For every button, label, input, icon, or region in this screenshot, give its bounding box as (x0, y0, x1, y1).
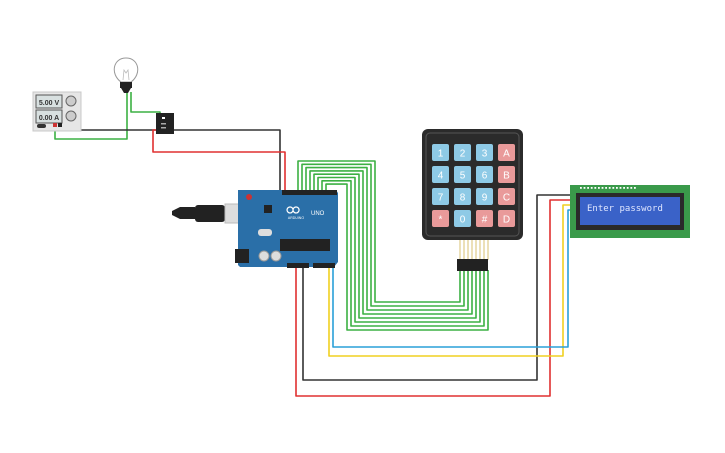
light-bulb[interactable] (113, 57, 139, 93)
lcd-pin (612, 187, 615, 189)
key-label: A (503, 149, 510, 160)
key-label: 5 (460, 171, 466, 182)
key-label: 4 (438, 171, 444, 182)
lcd-pin (616, 187, 618, 189)
current-knob[interactable] (65, 110, 77, 122)
key-label: 0 (460, 215, 466, 226)
lcd-pin (605, 187, 607, 189)
keypad-key[interactable]: 4 (432, 166, 449, 183)
voltage-knob[interactable] (65, 95, 77, 107)
key-label: * (439, 215, 443, 226)
arduino-uno[interactable]: ARDUINO UNO (172, 190, 338, 268)
keypad-key[interactable]: 8 (454, 188, 471, 205)
current-readout: 0.00 A (39, 115, 59, 122)
wire-green[interactable] (317, 176, 481, 323)
wire-black[interactable] (59, 125, 281, 191)
key-label: 6 (482, 171, 488, 182)
relay[interactable] (156, 113, 174, 134)
lcd-pin (619, 187, 622, 189)
key-label: C (503, 193, 510, 204)
power-supply[interactable]: 5.00 V 0.00 A (32, 91, 82, 132)
lcd-pin (623, 187, 625, 189)
lcd-pin (634, 187, 636, 189)
keypad-key[interactable]: 2 (454, 144, 471, 161)
lcd-pin (626, 187, 629, 189)
wire-green[interactable] (54, 92, 128, 140)
key-label: D (503, 215, 510, 226)
wire-yellow[interactable] (328, 204, 572, 357)
lcd-pin (594, 187, 597, 189)
key-label: 1 (438, 149, 444, 160)
keypad-key[interactable]: 5 (454, 166, 471, 183)
lcd-pin (601, 187, 604, 189)
positive-terminal[interactable] (53, 123, 57, 127)
power-header (287, 263, 309, 268)
wire-blue[interactable] (332, 209, 572, 348)
lcd-pin (598, 187, 600, 189)
wire-green[interactable] (309, 170, 473, 315)
wire-green[interactable] (305, 166, 469, 311)
lcd-pin (580, 187, 582, 189)
wire-green[interactable] (297, 160, 461, 303)
wire-green[interactable] (130, 92, 161, 114)
key-label: # (482, 215, 488, 226)
keypad-key[interactable]: 7 (432, 188, 449, 205)
key-label: 7 (438, 193, 444, 204)
reset-button[interactable] (246, 194, 252, 200)
keypad-key[interactable]: A (498, 144, 515, 161)
wires (54, 92, 572, 397)
lcd-display[interactable]: Enter password (570, 185, 690, 238)
wire-green[interactable] (325, 183, 489, 331)
digital-header (282, 190, 337, 195)
usb-cable (172, 207, 195, 219)
analog-header (313, 263, 335, 268)
atmega-chip (280, 239, 330, 251)
arduino-logo-icon (286, 206, 300, 214)
keypad-key[interactable]: 3 (476, 144, 493, 161)
negative-terminal[interactable] (58, 123, 62, 127)
keypad-key[interactable]: 0 (454, 210, 471, 227)
keypad-key[interactable]: C (498, 188, 515, 205)
key-label: 9 (482, 193, 488, 204)
key-label: B (503, 171, 510, 182)
keypad[interactable]: 1 2 3 A 4 5 6 B 7 8 9 C * 0 # D (422, 129, 523, 271)
lcd-pin (630, 187, 633, 189)
lcd-pin (608, 187, 611, 189)
keypad-key[interactable]: B (498, 166, 515, 183)
wire-green[interactable] (321, 180, 485, 327)
key-label: 2 (460, 149, 466, 160)
key-label: 8 (460, 193, 466, 204)
keypad-connector (457, 259, 488, 271)
keypad-key[interactable]: D (498, 210, 515, 227)
wire-black[interactable] (302, 194, 572, 381)
wire-red[interactable] (152, 129, 286, 191)
wire-red[interactable] (295, 199, 572, 397)
keypad-key[interactable]: # (476, 210, 493, 227)
lcd-pin (587, 187, 589, 189)
wire-green[interactable] (301, 163, 465, 307)
wire-green[interactable] (313, 173, 477, 319)
lcd-pin (583, 187, 586, 189)
arduino-brand: ARDUINO (288, 216, 304, 220)
power-switch[interactable] (37, 124, 46, 128)
keypad-key[interactable]: 9 (476, 188, 493, 205)
keypad-key[interactable]: 1 (432, 144, 449, 161)
voltage-readout: 5.00 V (39, 100, 60, 107)
lcd-pin (590, 187, 593, 189)
lcd-text: Enter password (587, 204, 663, 214)
key-label: 3 (482, 149, 488, 160)
keypad-key[interactable]: * (432, 210, 449, 227)
arduino-model: UNO (311, 211, 325, 217)
keypad-key[interactable]: 6 (476, 166, 493, 183)
